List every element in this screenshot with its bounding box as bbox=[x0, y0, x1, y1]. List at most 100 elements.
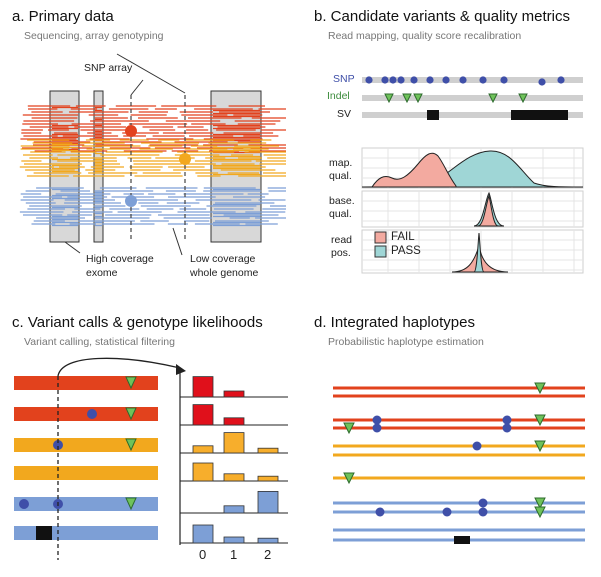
metric-label-baseq-1: base. bbox=[329, 195, 355, 207]
snp-track bbox=[362, 77, 583, 83]
array-dot-blue bbox=[125, 195, 137, 207]
snp-dot bbox=[53, 440, 63, 450]
indel-marker bbox=[534, 440, 546, 453]
snp-dot bbox=[502, 415, 512, 425]
genotype-tick-1: 1 bbox=[230, 547, 238, 562]
genome-pointer bbox=[172, 227, 183, 256]
baseq-fail-curve bbox=[477, 194, 499, 227]
indel-marker bbox=[343, 472, 355, 485]
indel-marker bbox=[125, 376, 137, 390]
snp-dot bbox=[389, 76, 397, 84]
read-bar bbox=[14, 376, 158, 390]
snp-dot bbox=[478, 498, 488, 508]
indel-marker bbox=[534, 506, 546, 519]
likelihood-arrow bbox=[57, 357, 181, 377]
likelihood-bar bbox=[257, 475, 279, 482]
snp-dot bbox=[381, 76, 389, 84]
metric-label-readpos-2: pos. bbox=[331, 247, 351, 259]
genotype-tick-2: 2 bbox=[264, 547, 272, 562]
track-label-sv: SV bbox=[337, 108, 352, 120]
panel-b-subtitle: Read mapping, quality score recalibratio… bbox=[328, 30, 522, 42]
legend-pass-label: PASS bbox=[391, 245, 421, 257]
snp-dot bbox=[459, 76, 467, 84]
read-bar bbox=[14, 407, 158, 421]
snp-dot bbox=[557, 76, 565, 84]
snp-dot bbox=[372, 423, 382, 433]
metric-panel-mapq bbox=[361, 147, 584, 189]
variant-call-reads bbox=[14, 376, 158, 540]
indel-marker bbox=[125, 407, 137, 421]
indel-track bbox=[362, 95, 583, 101]
snp-dot bbox=[375, 507, 385, 517]
snp-dot bbox=[365, 76, 373, 84]
likelihood-bar bbox=[223, 505, 245, 514]
exome-label-line-1: High coverage bbox=[86, 253, 154, 265]
legend-pass-swatch bbox=[374, 245, 387, 258]
panel-a-subtitle: Sequencing, array genotyping bbox=[24, 30, 164, 42]
likelihood-bars bbox=[180, 376, 288, 544]
likelihood-arrow-head bbox=[176, 364, 186, 375]
readpos-pass-curve bbox=[473, 232, 485, 273]
likelihood-bar bbox=[223, 390, 245, 398]
panel-b-title: b. Candidate variants & quality metrics bbox=[314, 8, 570, 25]
legend-fail-swatch bbox=[374, 231, 387, 244]
indel-marker bbox=[402, 93, 412, 104]
snp-dot bbox=[442, 76, 450, 84]
panel-a-title: a. Primary data bbox=[12, 8, 114, 25]
snp-dot bbox=[472, 441, 482, 451]
sv-block-1 bbox=[427, 110, 439, 120]
panel-d-title: d. Integrated haplotypes bbox=[314, 314, 475, 331]
snp-dot bbox=[397, 76, 405, 84]
metric-panel-readpos bbox=[361, 229, 584, 274]
snp-dot bbox=[372, 415, 382, 425]
genome-label-line-1: Low coverage bbox=[190, 253, 256, 265]
snp-dot bbox=[426, 76, 434, 84]
metric-label-baseq-2: qual. bbox=[329, 208, 352, 220]
sequencing-reads bbox=[19, 105, 286, 227]
indel-markers bbox=[384, 93, 528, 104]
likelihood-bar bbox=[192, 462, 214, 482]
exome-pointer bbox=[64, 241, 81, 254]
array-dot-orange bbox=[179, 153, 191, 165]
metric-label-readpos-1: read bbox=[331, 234, 353, 246]
snp-dot bbox=[442, 507, 452, 517]
sv-block-2 bbox=[511, 110, 568, 120]
likelihood-bar bbox=[192, 445, 214, 454]
indel-marker bbox=[413, 93, 423, 104]
mapq-fail-curve bbox=[371, 152, 457, 188]
track-label-indel: Indel bbox=[327, 90, 350, 102]
likelihood-bar bbox=[192, 376, 214, 398]
metric-label-mapq-1: map. bbox=[329, 157, 353, 169]
genome-label-line-2: whole genome bbox=[190, 267, 259, 279]
likelihood-bar bbox=[223, 473, 245, 482]
snp-dot bbox=[500, 76, 508, 84]
indel-marker bbox=[518, 93, 528, 104]
panel-c-title: c. Variant calls & genotype likelihoods bbox=[12, 314, 263, 331]
read-bar bbox=[14, 466, 158, 480]
likelihood-bar bbox=[257, 537, 279, 544]
likelihood-bar bbox=[223, 536, 245, 544]
snp-dot bbox=[410, 76, 418, 84]
likelihood-bar bbox=[223, 417, 245, 426]
indel-marker bbox=[125, 497, 137, 511]
likelihood-bar bbox=[192, 404, 214, 426]
snp-dot bbox=[19, 499, 29, 509]
snp-markers bbox=[365, 76, 565, 86]
indel-marker bbox=[534, 382, 546, 395]
haplotype-lines bbox=[333, 382, 585, 544]
read-bar bbox=[14, 497, 158, 511]
legend-fail-label: FAIL bbox=[391, 231, 415, 243]
indel-marker bbox=[534, 414, 546, 427]
metric-panel-baseq bbox=[361, 190, 584, 228]
track-label-snp: SNP bbox=[333, 73, 355, 85]
snp-dot bbox=[502, 423, 512, 433]
array-dot-red bbox=[125, 125, 137, 137]
genotype-tick-0: 0 bbox=[199, 547, 207, 562]
panel-d-subtitle: Probabilistic haplotype estimation bbox=[328, 336, 484, 348]
snp-dot bbox=[87, 409, 97, 419]
snp-array-pointer-2 bbox=[116, 53, 186, 94]
snp-dot bbox=[478, 507, 488, 517]
